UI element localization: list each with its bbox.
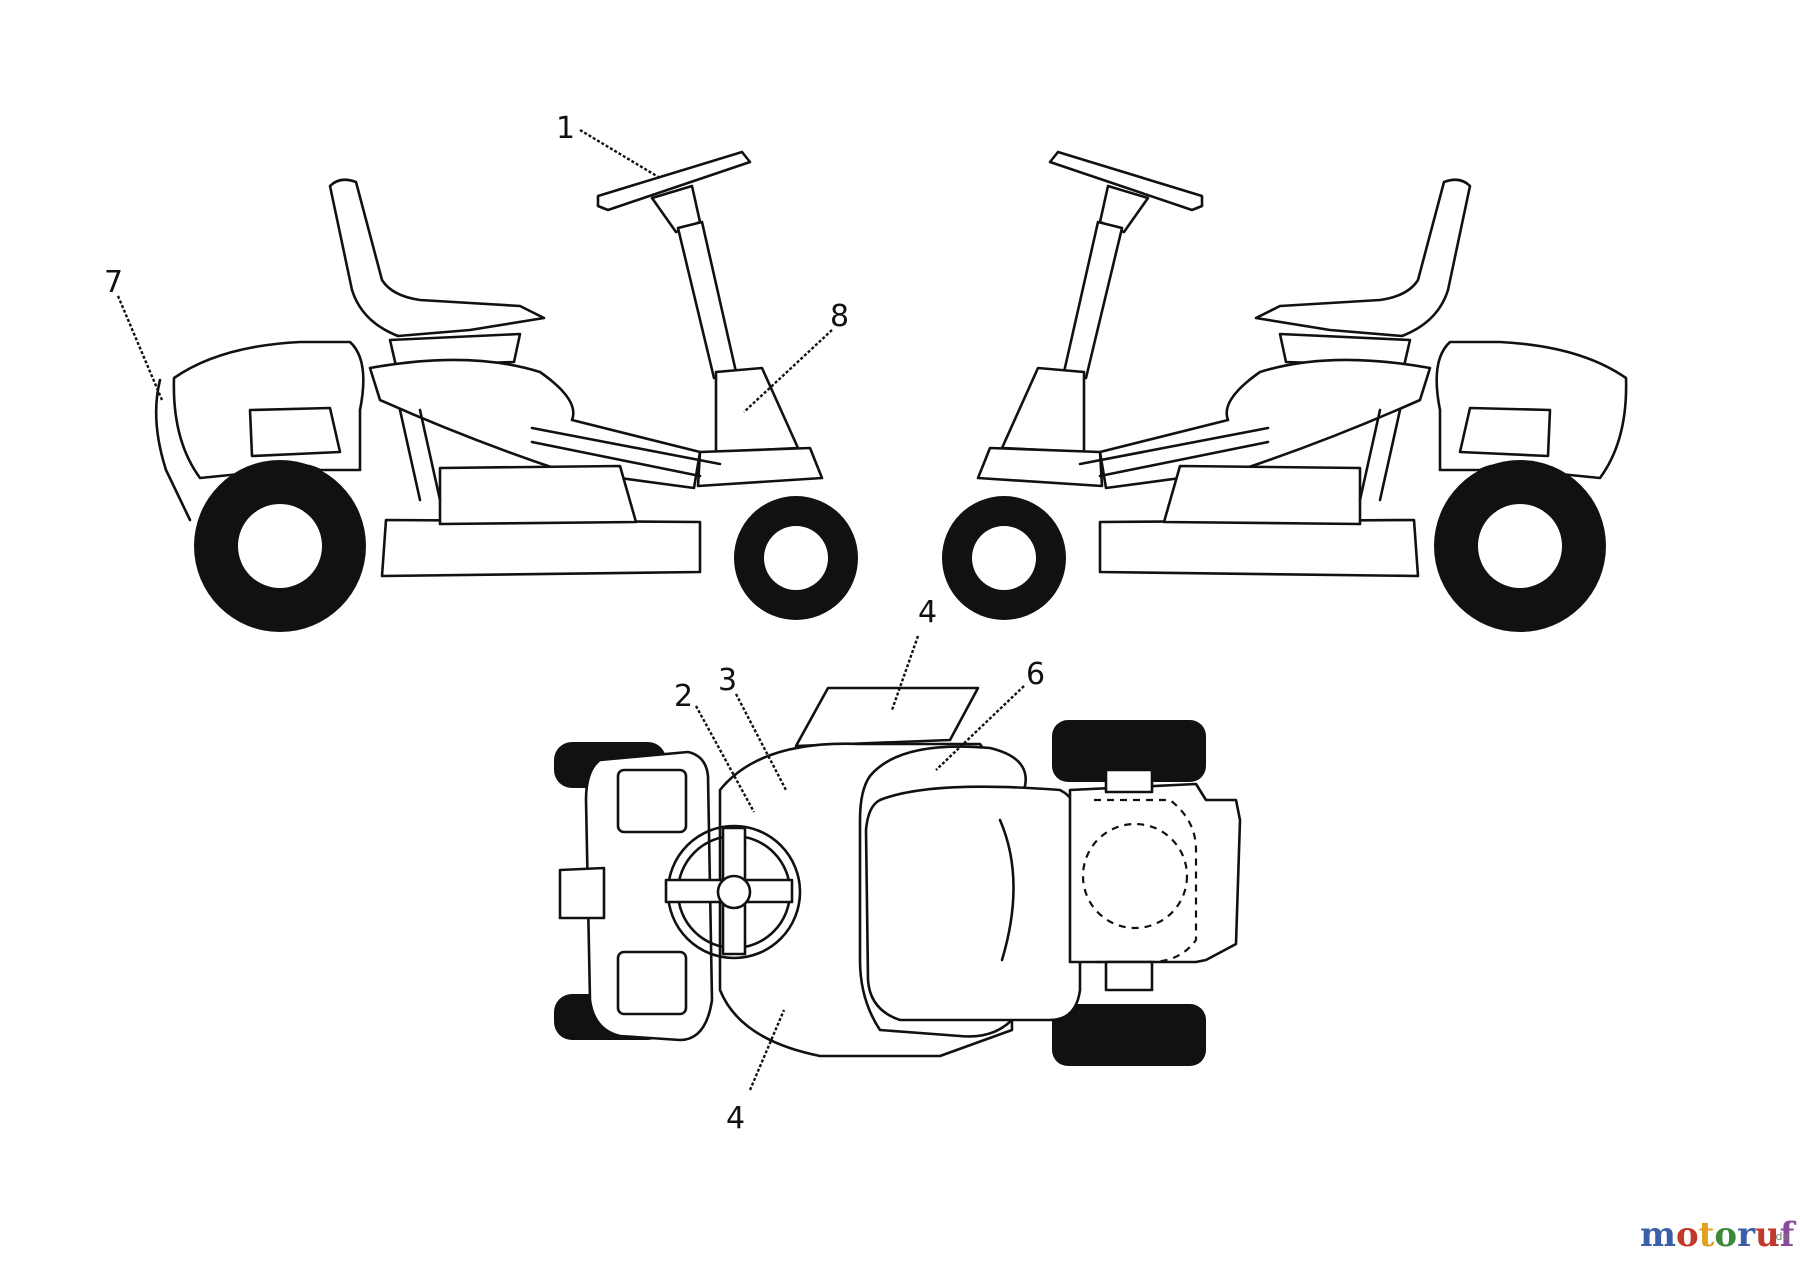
leader-8 (743, 329, 833, 413)
steering-column (676, 220, 738, 380)
callout-4-top: 4 (918, 595, 937, 630)
rear-fender (368, 358, 702, 490)
callout-leaders (116, 128, 1025, 1091)
steering-column (1062, 220, 1124, 380)
callout-6: 6 (1026, 657, 1045, 692)
watermark-text: motoruf (1640, 1215, 1797, 1255)
deck-housing (1162, 464, 1362, 526)
linkage-2 (418, 408, 442, 502)
leader-7 (116, 295, 164, 401)
wm-letter: m (1640, 1215, 1676, 1255)
steering-center-cap (716, 874, 752, 910)
linkage-1 (398, 408, 422, 502)
rear-wheel-hub (238, 504, 322, 588)
front-wheel-hub (764, 526, 828, 590)
leader-2 (694, 705, 756, 813)
leader-4-bottom (748, 1009, 786, 1091)
seat-base (1278, 332, 1412, 368)
rear-axle-top (1104, 768, 1154, 794)
rear-hitch (1104, 960, 1154, 992)
rear-wheel-hub (1478, 504, 1562, 588)
mower-deck (380, 518, 702, 578)
linkage-1 (1378, 408, 1402, 502)
foot-deck (696, 446, 824, 488)
rear-engine-deck (1068, 782, 1242, 964)
mower-deck (1098, 518, 1420, 578)
wm-letter: o (1714, 1215, 1737, 1255)
engine-cover-dashed (1094, 798, 1198, 964)
callout-8: 8 (830, 299, 849, 334)
frame-rail-lower (530, 440, 702, 478)
dash-pedestal (1000, 366, 1086, 454)
seat-cushion (864, 785, 1082, 1022)
callout-labels: 1 2 3 4 4 6 7 8 (104, 111, 1045, 1136)
seat-contour (998, 818, 1015, 962)
rear-fender (1098, 358, 1432, 490)
wm-letter: o (1676, 1215, 1699, 1255)
front-bumper (558, 866, 606, 920)
right-side-view-mower (942, 150, 1628, 632)
steering-wheel (596, 150, 752, 212)
seat-base (388, 332, 522, 368)
engine-outline-dashed (1081, 822, 1189, 930)
leader-6 (935, 685, 1025, 771)
front-panel-lower (616, 950, 688, 1016)
seat (1254, 178, 1472, 338)
steering-wheel (1048, 150, 1204, 212)
linkage-2 (1358, 408, 1382, 502)
wm-letter: f (1780, 1215, 1797, 1255)
engine-cover-panel (1458, 406, 1552, 458)
frame-rail-lower (1098, 440, 1270, 478)
callout-7: 7 (104, 265, 123, 300)
wm-letter: u (1755, 1215, 1780, 1255)
left-side-view-mower (154, 150, 858, 632)
leader-3 (734, 693, 788, 791)
front-panel-upper (616, 768, 688, 834)
dash-pedestal (714, 366, 800, 454)
callout-3: 3 (718, 663, 737, 698)
callout-1: 1 (556, 111, 575, 146)
watermark: motoruf .de (1640, 1215, 1797, 1255)
seat (328, 178, 546, 338)
wm-letter: r (1737, 1215, 1756, 1255)
foot-deck (976, 446, 1104, 488)
leader-1 (579, 128, 661, 180)
watermark-suffix: .de (1772, 1230, 1789, 1243)
leader-4-top (890, 635, 920, 711)
engine-cover-panel (248, 406, 342, 458)
callout-2: 2 (674, 679, 693, 714)
top-view-mower (554, 686, 1242, 1066)
wm-letter: t (1699, 1215, 1715, 1255)
frame-rail (1078, 426, 1270, 466)
deck-housing (438, 464, 638, 526)
decal-panel-4-top (794, 686, 980, 748)
front-wheel-hub (972, 526, 1036, 590)
frame-rail (530, 426, 722, 466)
callout-4-bottom: 4 (726, 1101, 745, 1136)
rear-left-wheel (1052, 720, 1206, 782)
rear-right-wheel (1052, 1004, 1206, 1066)
